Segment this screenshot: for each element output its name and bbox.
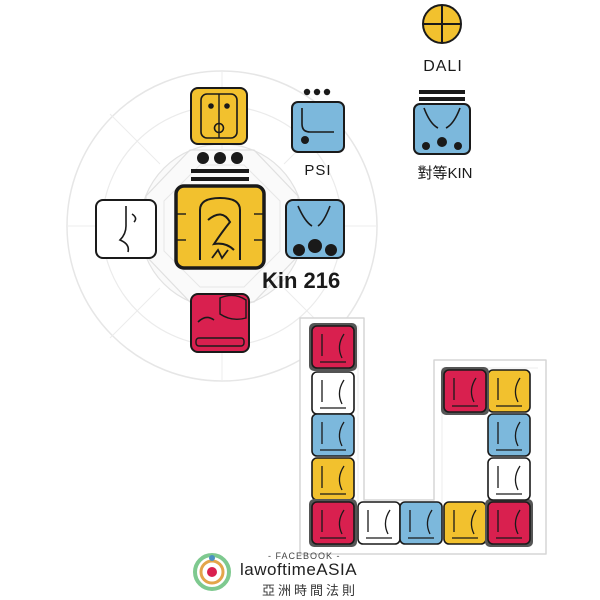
destiny-kin-label: Kin 216: [262, 268, 340, 294]
path-tile-red-moon: [485, 499, 533, 547]
path-tile-red-serpent: [309, 499, 357, 547]
guide-marker-label: DALI: [398, 58, 488, 76]
path-tile-blue-hand: [397, 499, 445, 547]
path-tile-blue-monkey: [485, 411, 533, 459]
path-tile-yellow-human: [485, 367, 533, 415]
path-tile-red-dragon: [309, 323, 357, 371]
guide-seal-yellow-sun: [191, 88, 247, 144]
occult-seal-red: [191, 294, 249, 352]
brand-name: lawoftimeASIA: [240, 560, 357, 580]
analog-seal-blue: [292, 89, 344, 152]
dali-plasma-icon: [423, 5, 461, 43]
destiny-seal-yellow-seed: [176, 186, 264, 268]
path-tile-white-dog: [485, 455, 533, 503]
analog-label: PSI: [290, 162, 346, 179]
path-tile-white-wind: [309, 369, 357, 417]
path-tile-blue-night: [309, 411, 357, 459]
antipode-kin-seal-blue: [414, 90, 470, 154]
brand-subtitle: 亞洲時間法則: [262, 580, 358, 599]
path-tile-yellow-star: [441, 499, 489, 547]
path-tile-red-skywalker: [441, 367, 489, 415]
wavespell-path-tiles: [309, 323, 533, 547]
analog-seal-blue-hand: [286, 200, 344, 258]
path-tile-white-worldbridger: [355, 499, 403, 547]
antipode-seal-white: [96, 200, 156, 258]
antipode-label: 對等KIN: [400, 162, 490, 183]
path-tile-yellow-seed: [309, 455, 357, 503]
lawoftime-asia-logo: [192, 552, 232, 592]
